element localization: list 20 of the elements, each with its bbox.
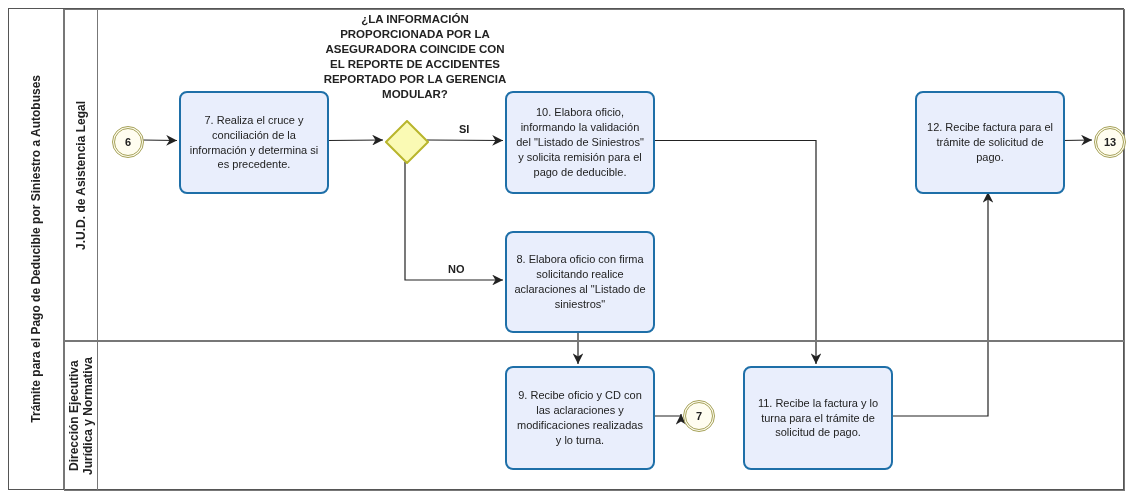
arrow — [426, 135, 504, 146]
lane-title: Dirección Ejecutiva Jurídica y Normativa — [67, 355, 95, 478]
task-box: 11. Recibe la factura y lo turna para el trámite de solicitud de pago. — [743, 366, 893, 470]
edge-label: SI — [457, 123, 472, 136]
swimlane — [64, 9, 1125, 341]
event-circle: 13 — [1094, 126, 1126, 158]
lane-title: J.U.D. de Asistencia Legal — [74, 100, 88, 250]
task-box: 9. Recibe oficio y CD con las aclaraciones y modificaciones realizadas y lo turna. — [505, 366, 655, 470]
task-box: 12. Recibe factura para el trámite de solicitud de pago. — [915, 91, 1065, 194]
pool — [8, 8, 1124, 490]
task-box: 10. Elabora oficio, informando la validación del "Listado de Siniestros" y solicita remisión para el pago de deducible. — [505, 91, 655, 194]
swimlane — [64, 341, 1125, 491]
event-circle: 7 — [683, 400, 715, 432]
pool-title: Trámite para el Pago de Deducible por Siniestro a Autobuses — [29, 75, 43, 423]
arrow — [404, 161, 504, 286]
task-box: 7. Realiza el cruce y conciliación de la información y determina si es precedente. — [179, 91, 329, 194]
edge-label: NO — [446, 263, 467, 275]
event-circle: 6 — [112, 126, 144, 158]
task-box: 8. Elabora oficio con firma solicitando realice aclaraciones al "Listado de siniestros" — [505, 231, 655, 333]
arrow — [572, 330, 584, 365]
